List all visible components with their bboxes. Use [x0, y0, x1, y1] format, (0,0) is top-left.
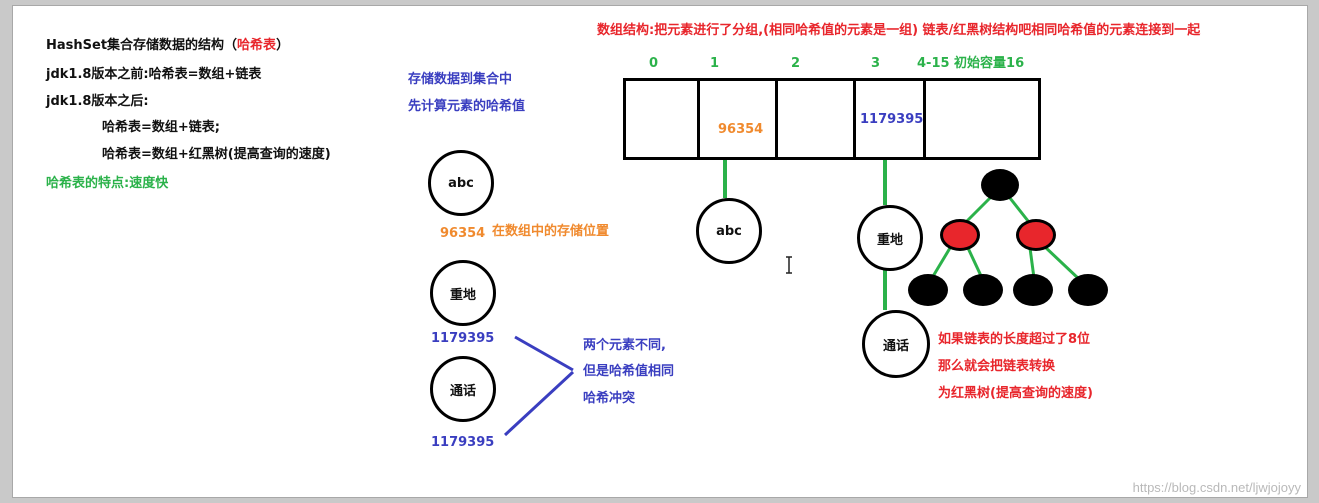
hash-abc: 96354 [440, 226, 486, 241]
tree-note-2: 那么就会把链表转换 [938, 359, 1056, 374]
array-index-0: 0 [649, 56, 659, 71]
watermark: https://blog.csdn.net/ljwjojoyy [1132, 480, 1301, 495]
tree-note-1: 如果链表的长度超过了8位 [938, 332, 1091, 347]
array-cell-0 [626, 81, 700, 157]
tree-leaf-node [908, 274, 948, 306]
array-index-1: 1 [710, 56, 720, 71]
tree-note-3: 为红黑树(提高查询的速度) [938, 386, 1093, 401]
store-note-2: 先计算元素的哈希值 [408, 99, 526, 114]
tree-red-node-right [1016, 219, 1056, 251]
array-header-note: 数组结构:把元素进行了分组,(相同哈希值的元素是一组) 链表/红黑树结构吧相同哈… [597, 23, 1201, 38]
title-prefix: HashSet集合存储数据的结构（ [46, 38, 238, 53]
store-note-1: 存储数据到集合中 [408, 72, 513, 87]
array-cell-3: 1179395 [856, 81, 926, 157]
title-suffix: ） [276, 38, 290, 53]
element-zhongdi-label: 重地 [449, 287, 476, 303]
array-index-rest: 4-15 初始容量16 [917, 56, 1025, 71]
conflict-bracket-upper [514, 335, 574, 372]
tree-leaf-node [1068, 274, 1108, 306]
tree-leaf-node [1013, 274, 1053, 306]
chain-tonghua-label: 通话 [882, 338, 909, 354]
position-note: 在数组中的存储位置 [492, 224, 610, 239]
element-abc-circle: abc [428, 150, 494, 216]
tree-root-node [981, 169, 1019, 201]
diagram-canvas [12, 5, 1308, 498]
array-index-2: 2 [791, 56, 801, 71]
tree-edge [1028, 247, 1036, 279]
element-tonghua-label: 通话 [449, 383, 476, 399]
hash-zhongdi: 1179395 [431, 331, 495, 346]
array-cell-3-value: 1179395 [860, 112, 924, 127]
note-before-jdk18: jdk1.8版本之前:哈希表=数组+链表 [46, 67, 262, 82]
note-array-rbtree: 哈希表=数组+红黑树(提高查询的速度) [102, 147, 331, 162]
chain-abc-circle: abc [696, 198, 762, 264]
title-highlight: 哈希表 [237, 38, 277, 53]
element-abc-label: abc [448, 175, 474, 191]
chain-zhongdi-circle: 重地 [857, 205, 923, 271]
chain-zhongdi-label: 重地 [876, 232, 903, 248]
tree-edge [966, 247, 984, 279]
tree-leaf-node [963, 274, 1003, 306]
array-cell-1-value: 96354 [718, 122, 764, 137]
tree-red-node-left [940, 219, 980, 251]
conflict-note-2: 但是哈希值相同 [583, 364, 675, 379]
note-feature: 哈希表的特点:速度快 [46, 176, 169, 191]
array-cell-2 [778, 81, 856, 157]
conflict-note-1: 两个元素不同, [583, 338, 666, 353]
note-after-jdk18: jdk1.8版本之后: [46, 94, 149, 109]
conflict-bracket-lower [503, 370, 575, 437]
tree-edge [930, 247, 952, 279]
array-index-3: 3 [871, 56, 881, 71]
element-tonghua-circle: 通话 [430, 356, 496, 422]
text-cursor-icon [786, 256, 792, 274]
hash-tonghua: 1179395 [431, 435, 495, 450]
title: HashSet集合存储数据的结构（哈希表） [46, 38, 289, 54]
array-cell-1: 96354 [700, 81, 778, 157]
tree-edge [1042, 244, 1082, 282]
conflict-note-3: 哈希冲突 [583, 391, 636, 406]
array-cell-rest [926, 81, 1038, 157]
note-array-list: 哈希表=数组+链表; [102, 120, 220, 135]
hash-array: 96354 1179395 [623, 78, 1041, 160]
chain-abc-label: abc [716, 223, 742, 239]
element-zhongdi-circle: 重地 [430, 260, 496, 326]
chain-tonghua-circle: 通话 [862, 310, 930, 378]
